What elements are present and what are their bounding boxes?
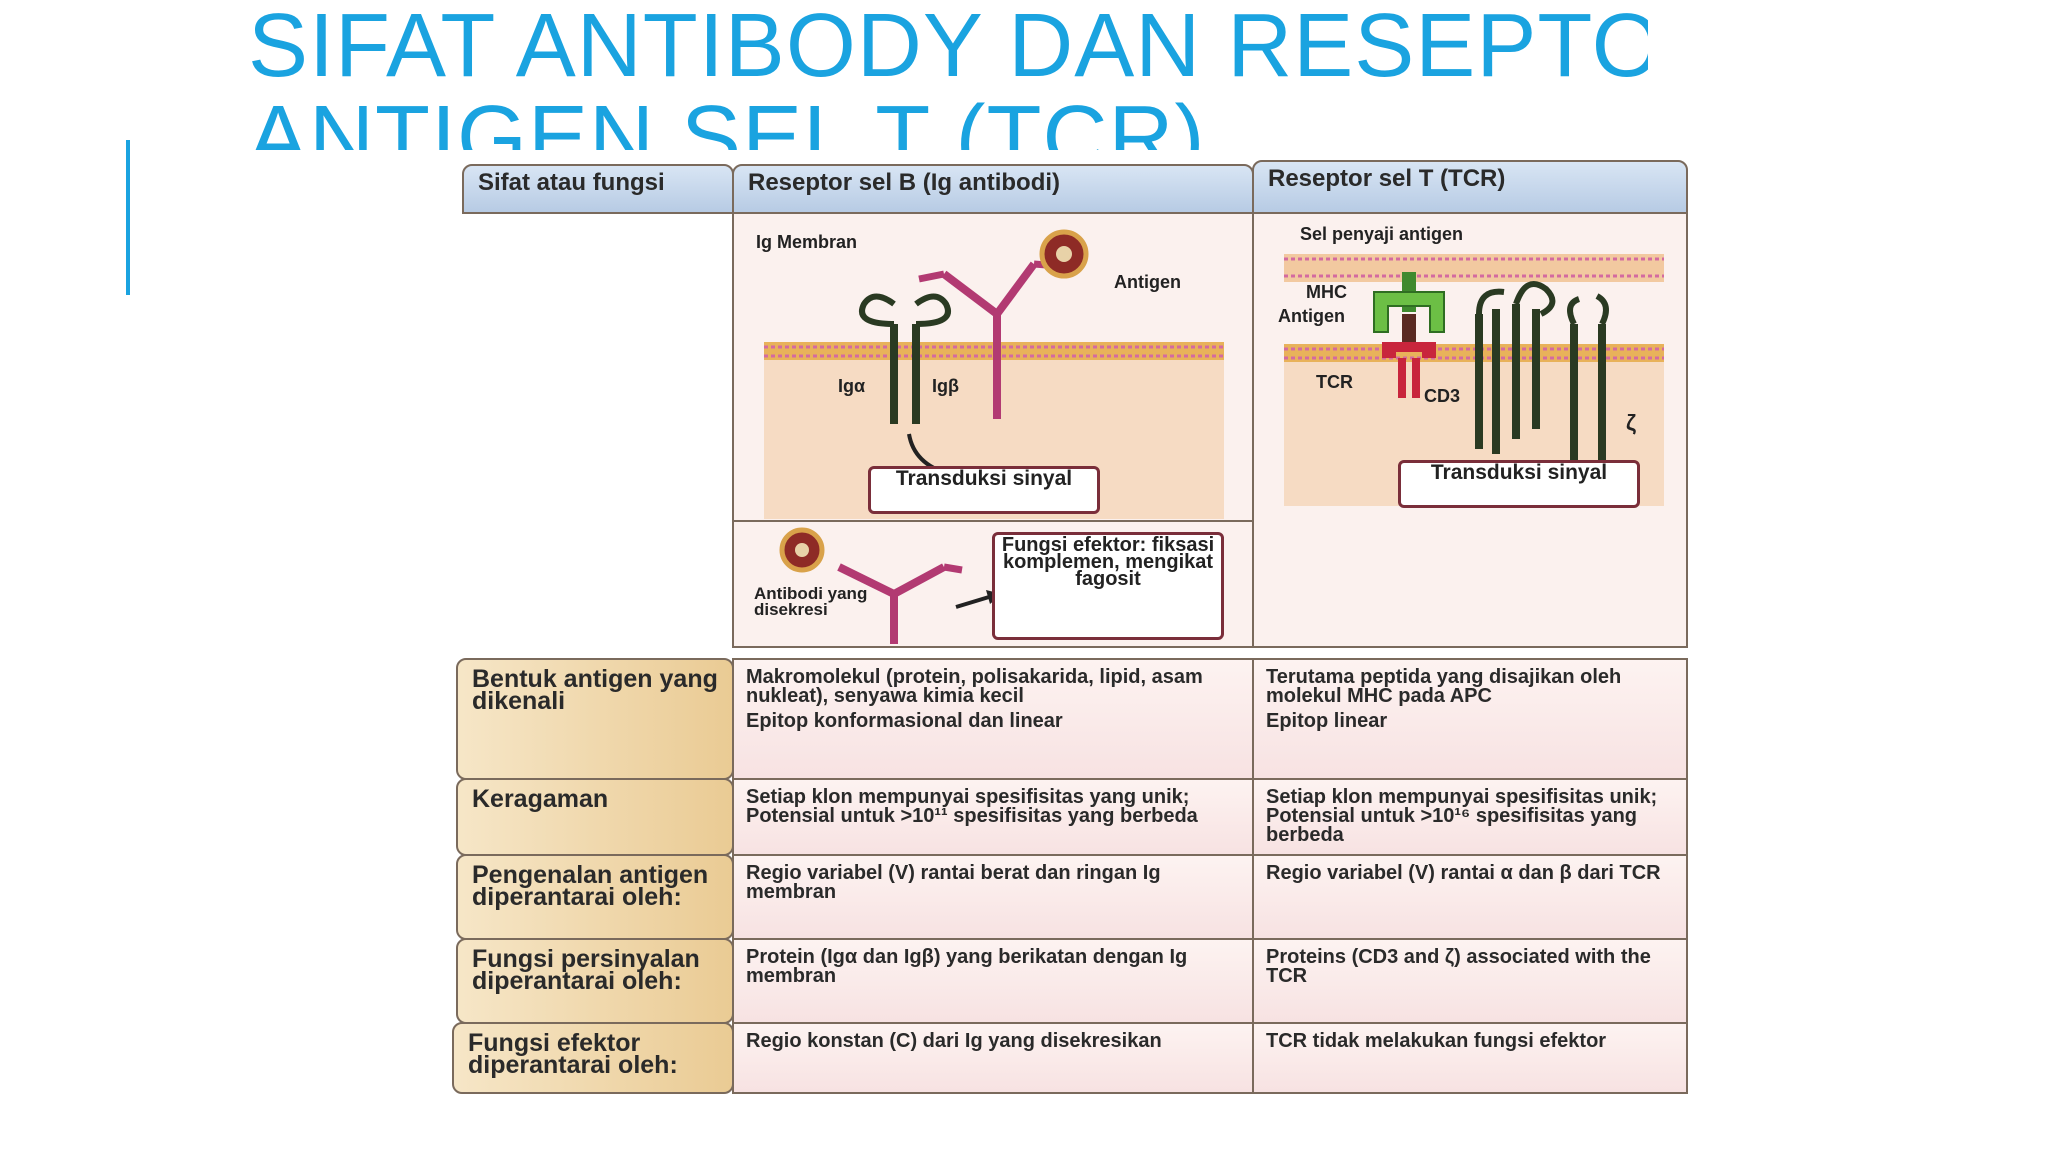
bcell-diagram: Ig Membran Antigen Igα Igβ Transduksi si… <box>732 212 1254 522</box>
label-ig-alpha: Igα <box>838 376 866 396</box>
header-tcell: Reseptor sel T (TCR) <box>1252 160 1688 214</box>
label-mhc: MHC <box>1306 282 1347 302</box>
tcell-recognition: Regio variabel (V) rantai α dan β dari T… <box>1266 862 1661 884</box>
bcell-antigen-types: Makromolekul (protein, polisakarida, lip… <box>746 666 1203 707</box>
label-ig-membrane: Ig Membran <box>756 232 858 252</box>
row-antigen-form-tcell: Terutama peptida yang disajikan oleh mol… <box>1252 658 1688 780</box>
row-effector-bcell: Regio konstan (C) dari Ig yang disekresi… <box>732 1022 1254 1094</box>
label-tcr: TCR <box>1316 372 1353 392</box>
row-label-diversity: Keragaman <box>456 778 734 856</box>
tcell-epitope-types: Epitop linear <box>1266 710 1388 732</box>
row-label-effector: Fungsi efektor diperantarai oleh: <box>452 1022 734 1094</box>
peptide-antigen-icon <box>1402 314 1416 344</box>
row-signaling-bcell: Protein (Igα dan Igβ) yang berikatan den… <box>732 938 1254 1024</box>
row-signaling-tcell: Proteins (CD3 and ζ) associated with the… <box>1252 938 1688 1024</box>
row-label-antigen-form: Bentuk antigen yang dikenali <box>456 658 734 780</box>
label-antigen-b: Antigen <box>1114 272 1181 292</box>
row-diversity-bcell: Setiap klon mempunyai spesifisitas yang … <box>732 778 1254 856</box>
tcell-receptor-illustration <box>1284 254 1664 506</box>
bcell-diversity: Setiap klon mempunyai spesifisitas yang … <box>746 786 1198 827</box>
bcell-signaling: Protein (Igα dan Igβ) yang berikatan den… <box>746 946 1188 987</box>
accent-bar <box>126 140 130 295</box>
effector-arrow-icon <box>955 595 990 609</box>
row-effector-tcell: TCR tidak melakukan fungsi efektor <box>1252 1022 1688 1094</box>
tcell-signaling: Proteins (CD3 and ζ) associated with the… <box>1266 946 1651 987</box>
row-recognition-tcell: Regio variabel (V) rantai α dan β dari T… <box>1252 854 1688 940</box>
bcell-signal-box: Transduksi sinyal <box>868 466 1100 514</box>
tcell-signal-box: Transduksi sinyal <box>1398 460 1640 508</box>
secreted-antigen-icon <box>779 527 825 573</box>
tcell-antigen-types: Terutama peptida yang disajikan oleh mol… <box>1266 666 1622 707</box>
effector-function-box: Fungsi efektor: fiksasi komplemen, mengi… <box>992 532 1224 640</box>
row-label-signaling: Fungsi persinyalan diperantarai oleh: <box>456 938 734 1024</box>
slide-title-line2: ANTIGEN SEL T (TCR) <box>248 88 1206 150</box>
bcell-recognition: Regio variabel (V) rantai berat dan ring… <box>746 862 1161 903</box>
slide-title-line1: SIFAT ANTIBODY DAN RESEPTOR <box>248 0 1648 96</box>
label-zeta: ζ <box>1626 410 1637 435</box>
bcell-epitope-types: Epitop konformasional dan linear <box>746 710 1063 732</box>
tcell-effector: TCR tidak melakukan fungsi efektor <box>1266 1030 1607 1052</box>
label-secreted-antibody: Antibodi yang disekresi <box>754 584 868 619</box>
cd3-zeta-icon <box>1475 281 1609 472</box>
label-cd3: CD3 <box>1424 386 1461 406</box>
label-antigen-t: Antigen <box>1278 306 1345 326</box>
membrane-ig <box>918 260 1060 419</box>
ig-alpha-beta <box>859 293 951 424</box>
row-recognition-bcell: Regio variabel (V) rantai berat dan ring… <box>732 854 1254 940</box>
row-antigen-form-bcell: Makromolekul (protein, polisakarida, lip… <box>732 658 1254 780</box>
label-ig-beta: Igβ <box>932 376 959 396</box>
mhc-icon <box>1373 272 1445 333</box>
row-label-recognition: Pengenalan antigen diperantarai oleh: <box>456 854 734 940</box>
label-apc: Sel penyaji antigen <box>1300 224 1464 244</box>
tcell-diagram: Sel penyaji antigen MHC Antigen TCR CD3 … <box>1252 212 1688 648</box>
slide-title: SIFAT ANTIBODY DAN RESEPTOR ANTIGEN SEL … <box>248 0 1648 150</box>
row-diversity-tcell: Setiap klon mempunyai spesifisitas unik;… <box>1252 778 1688 856</box>
secreted-antibody-icon <box>837 563 963 644</box>
bcell-effector: Regio konstan (C) dari Ig yang disekresi… <box>746 1030 1162 1052</box>
bcell-secreted-diagram: Antibodi yang disekresi Fungsi efektor: … <box>732 520 1254 648</box>
antigen-icon <box>1039 229 1089 279</box>
header-property: Sifat atau fungsi <box>462 164 734 214</box>
header-bcell: Reseptor sel B (Ig antibodi) <box>732 164 1254 214</box>
tcr-icon <box>1382 342 1436 398</box>
tcell-diversity: Setiap klon mempunyai spesifisitas unik;… <box>1266 786 1658 846</box>
comparison-table: Sifat atau fungsi Reseptor sel B (Ig ant… <box>452 160 1694 1110</box>
